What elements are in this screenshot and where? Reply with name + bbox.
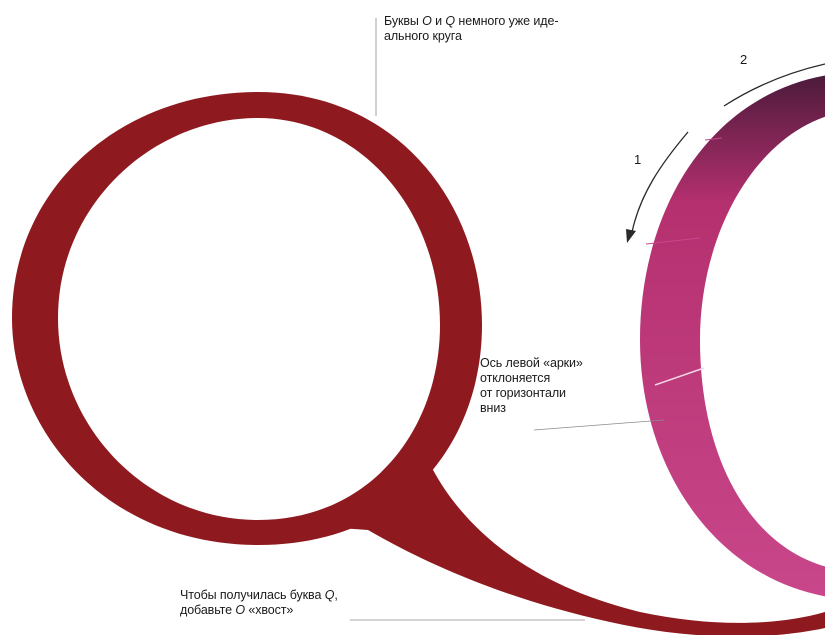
annotation-top-line-2: ального круга bbox=[384, 29, 558, 44]
arrow-label-2: 2 bbox=[740, 52, 747, 67]
annotation-bottom: Чтобы получилась буква Q, добавьте O «хв… bbox=[180, 588, 338, 618]
annotation-middle-line-4: вниз bbox=[480, 401, 583, 416]
annotation-bottom-line-1: Чтобы получилась буква Q, bbox=[180, 588, 338, 603]
annotation-middle-line-1: Ось левой «арки» bbox=[480, 356, 583, 371]
annotation-bottom-line-2: добавьте O «хвост» bbox=[180, 603, 338, 618]
arrow-1-head bbox=[626, 229, 636, 243]
annotation-bottom-text-1: Чтобы получилась буква bbox=[180, 588, 325, 602]
annotation-bottom-text-4: «хвост» bbox=[245, 603, 293, 617]
arrow-label-1: 1 bbox=[634, 152, 641, 167]
annotation-top-letter-q: Q bbox=[445, 14, 455, 28]
annotation-bottom-letter-q: Q bbox=[325, 588, 335, 602]
annotation-top-text-3: немного уже иде- bbox=[455, 14, 558, 28]
annotation-middle-line-2: отклоняется bbox=[480, 371, 583, 386]
annotation-top-text-1: Буквы bbox=[384, 14, 422, 28]
annotation-top-letter-o: O bbox=[422, 14, 432, 28]
annotation-middle: Ось левой «арки» отклоняется от горизонт… bbox=[480, 356, 583, 416]
annotation-bottom-text-2: , bbox=[334, 588, 337, 602]
q-letter-bowl bbox=[12, 92, 482, 545]
o-letter-ring bbox=[640, 72, 825, 600]
annotation-bottom-text-3: добавьте bbox=[180, 603, 235, 617]
annotation-top: Буквы O и Q немного уже иде- ального кру… bbox=[384, 14, 558, 44]
annotation-middle-line-3: от горизонтали bbox=[480, 386, 583, 401]
annotation-bottom-letter-o: O bbox=[235, 603, 245, 617]
annotation-top-text-2: и bbox=[432, 14, 446, 28]
leader-line-middle bbox=[534, 420, 664, 430]
annotation-top-line-1: Буквы O и Q немного уже иде- bbox=[384, 14, 558, 29]
